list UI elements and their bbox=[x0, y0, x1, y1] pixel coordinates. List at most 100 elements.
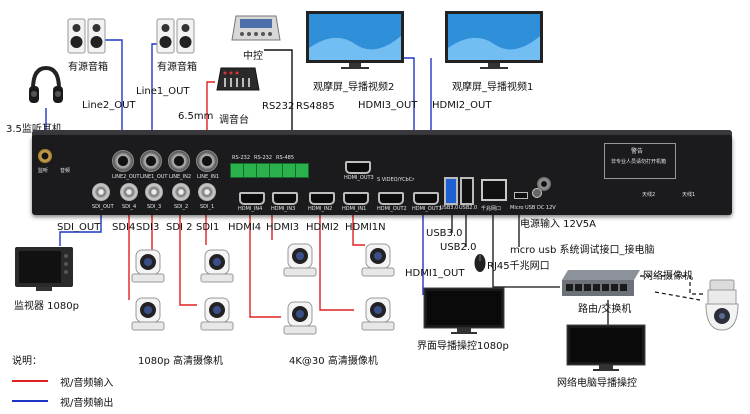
panel-sdi-out: SDI_OUT bbox=[92, 204, 114, 210]
panel-ant2: 天线2 bbox=[642, 192, 656, 198]
legend-title: 说明： bbox=[12, 356, 42, 367]
dc-power-jack bbox=[537, 177, 551, 191]
power-label: 电源输入 12V5A bbox=[520, 219, 596, 230]
hdmi3-label: HDMI3 bbox=[266, 222, 300, 233]
sdi3-bnc bbox=[145, 183, 163, 201]
terminal-pin-2 bbox=[243, 163, 257, 178]
sdi4-label: SDI4 bbox=[112, 222, 136, 233]
panel-rs232b: RS-232 bbox=[254, 155, 272, 161]
cams-4k-label: 4K@30 高清摄像机 bbox=[289, 356, 378, 367]
director-monitor-icon bbox=[423, 287, 505, 335]
panel-hdmi-out2: HDMI_OUT2 bbox=[377, 206, 407, 212]
panel-line-in1: LINE_IN1 bbox=[197, 174, 220, 180]
warning-plate: 警告 非专业人员请勿打开机箱 bbox=[604, 143, 676, 179]
panel-line-out2: LINE2_OUT bbox=[112, 174, 140, 180]
terminal-pin-6 bbox=[295, 163, 309, 178]
hdmi2-out-label: HDMI2_OUT bbox=[432, 100, 492, 111]
panel-sdi4: SDI_4 bbox=[122, 204, 137, 210]
monitor-screen-2-icon bbox=[305, 10, 405, 70]
panel-sdi3: SDI_3 bbox=[147, 204, 162, 210]
panel-hdmi-in2: HDMI_IN2 bbox=[308, 206, 333, 212]
line-rj45 bbox=[492, 196, 560, 288]
sdi2-bnc bbox=[172, 183, 190, 201]
panel-line-in2: LINE_IN2 bbox=[169, 174, 192, 180]
monitor-screen-1-label: 观摩屏_导播视频1 bbox=[452, 82, 534, 93]
camera-icon bbox=[358, 292, 398, 332]
network-pc-label: 网络电脑导播操控 bbox=[557, 378, 637, 389]
hdmi4-label: HDMI4 bbox=[228, 222, 262, 233]
panel-hdmi-out3: HDMI_OUT3 bbox=[344, 175, 374, 181]
hdmi-out3-port bbox=[345, 161, 371, 174]
field-monitor-icon bbox=[14, 246, 74, 292]
line-hdmi4 bbox=[249, 206, 281, 318]
terminal-pin-4 bbox=[269, 163, 283, 178]
warning-title: 警告 bbox=[631, 148, 644, 155]
panel-hdmi-in1: HDMI_IN1 bbox=[342, 206, 367, 212]
sdi3-label: SDI3 bbox=[136, 222, 160, 233]
monitor-jack-label: 监听 bbox=[38, 168, 49, 174]
headphone-label: 3.5监听耳机 bbox=[6, 120, 62, 135]
camera-icon bbox=[128, 244, 168, 284]
line-hdmi1n bbox=[352, 206, 365, 246]
line1-out-label: Line1_OUT bbox=[136, 86, 190, 97]
panel-ant1: 天线1 bbox=[682, 192, 696, 198]
headphone-jack bbox=[38, 149, 52, 163]
mixer-label: 调音台 bbox=[219, 115, 249, 126]
line2-out-jack bbox=[112, 150, 134, 172]
legend-output-line bbox=[12, 400, 48, 402]
legend-input-line bbox=[12, 380, 48, 382]
line-sdi2 bbox=[179, 203, 197, 306]
device-rear-panel: 监听 音频 LINE2_OUT LINE1_OUT LINE_IN2 LINE_… bbox=[32, 135, 732, 215]
control-label: 中控 bbox=[243, 51, 263, 62]
camera-icon bbox=[128, 292, 168, 332]
micro-usb-port bbox=[514, 192, 528, 199]
mcro-usb-label: mcro usb 系统调试接口_接电脑 bbox=[510, 245, 655, 256]
panel-micro-usb: Micro USB bbox=[510, 205, 536, 211]
line-router-netcam2 bbox=[654, 291, 701, 301]
monitor-1080p-label: 监视器 1080p bbox=[14, 301, 79, 312]
director-monitor-label: 界面导播操控1080p bbox=[417, 341, 509, 352]
hdmi1n-label: HDMI1N bbox=[345, 222, 386, 233]
usb30-port bbox=[444, 177, 458, 205]
panel-usb20: USB2.0 bbox=[459, 205, 478, 211]
line-in1-jack bbox=[196, 150, 218, 172]
usb20-label: USB2.0 bbox=[440, 242, 477, 253]
camera-icon bbox=[280, 296, 320, 336]
sdi2-label: SDI 2 bbox=[166, 222, 193, 233]
hdmi-out1-port bbox=[413, 192, 439, 205]
speaker-right-icon bbox=[156, 18, 196, 56]
panel-hdmi-in3: HDMI_IN3 bbox=[271, 206, 296, 212]
hdmi-in3-port bbox=[272, 192, 298, 205]
line-sdi-out bbox=[59, 203, 102, 246]
rj45-port bbox=[481, 179, 507, 201]
audio-label: 音频 bbox=[60, 168, 71, 174]
panel-rs485: RS-485 bbox=[276, 155, 294, 161]
panel-hdmi-out1: HDMI_OUT1 bbox=[412, 206, 442, 212]
router-label: 路由/交换机 bbox=[578, 304, 632, 315]
cams-1080p-label: 1080p 高清摄像机 bbox=[138, 356, 223, 367]
panel-line-out1: LINE1_OUT bbox=[140, 174, 168, 180]
line-speaker-left bbox=[104, 39, 123, 160]
panel-sdi1: SDI_1 bbox=[200, 204, 215, 210]
hdmi2-label: HDMI2 bbox=[306, 222, 340, 233]
sdi1-label: SDI1 bbox=[196, 222, 220, 233]
mixer-icon bbox=[215, 66, 261, 92]
speaker-left-label: 有源音箱 bbox=[68, 62, 108, 73]
panel-sdi2: SDI_2 bbox=[174, 204, 189, 210]
usb20-port bbox=[460, 177, 474, 205]
network-camera-label: 网络摄像机 bbox=[643, 271, 693, 282]
reset-button bbox=[532, 188, 542, 198]
hdmi3-out-label: HDMI3_OUT bbox=[358, 100, 418, 111]
panel-rim bbox=[32, 130, 732, 138]
sdi-out-bnc bbox=[92, 183, 110, 201]
line-router-netcam bbox=[640, 275, 705, 295]
camera-icon bbox=[197, 244, 237, 284]
panel-lan: 千兆网口 bbox=[481, 206, 502, 212]
panel-video-ycbcr: S VIDEO/YCbCr bbox=[377, 177, 415, 183]
network-pc-monitor-icon bbox=[566, 324, 646, 372]
warning-text: 非专业人员请勿打开机箱 bbox=[611, 159, 667, 165]
hdmi-out2-port bbox=[378, 192, 404, 205]
rs232-label: RS232 bbox=[262, 101, 295, 112]
control-panel-icon bbox=[228, 10, 284, 44]
sdi-out-label: SDI_OUT bbox=[57, 222, 101, 233]
